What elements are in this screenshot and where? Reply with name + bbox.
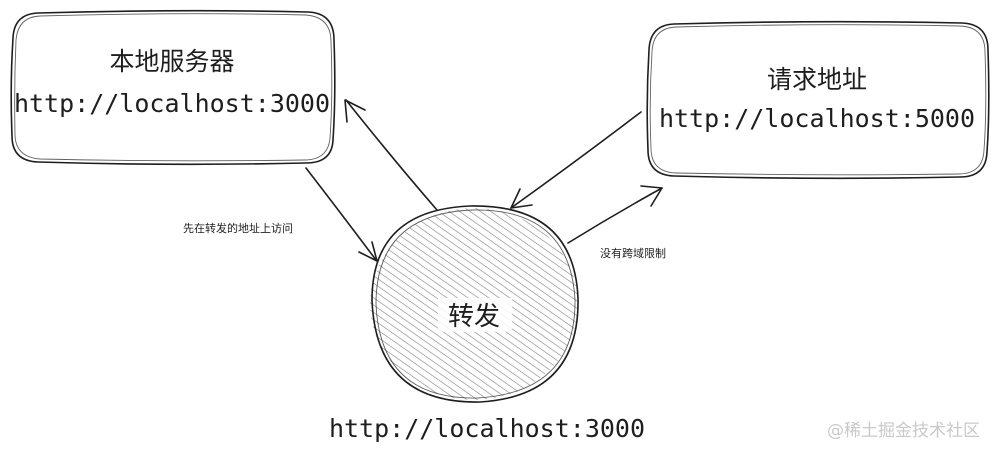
watermark: @稀土掘金技术社区 xyxy=(827,421,980,441)
arrow-forward-to-request xyxy=(567,185,663,244)
forward-circle xyxy=(371,205,579,403)
forward-label: 转发 xyxy=(448,302,500,332)
request-address-url: http://localhost:5000 xyxy=(659,104,975,133)
local-server-title: 本地服务器 xyxy=(109,47,234,76)
arrow-local-to-forward xyxy=(305,167,378,262)
forward-node: 转发 xyxy=(370,205,579,403)
local-server-url: http://localhost:3000 xyxy=(14,89,330,118)
arrow-request-to-forward xyxy=(510,111,642,209)
request-address-node: 请求地址 http://localhost:5000 xyxy=(646,20,990,180)
local-server-box xyxy=(10,9,336,166)
local-server-node: 本地服务器 http://localhost:3000 xyxy=(10,9,336,166)
forward-url: http://localhost:3000 xyxy=(329,414,645,443)
arrow-forward-to-local xyxy=(344,99,438,211)
edge-label-visit-forward: 先在转发的地址上访问 xyxy=(183,221,293,235)
request-address-title: 请求地址 xyxy=(767,65,867,94)
edge-label-no-cors: 没有跨域限制 xyxy=(600,246,666,260)
request-address-box xyxy=(646,20,990,180)
